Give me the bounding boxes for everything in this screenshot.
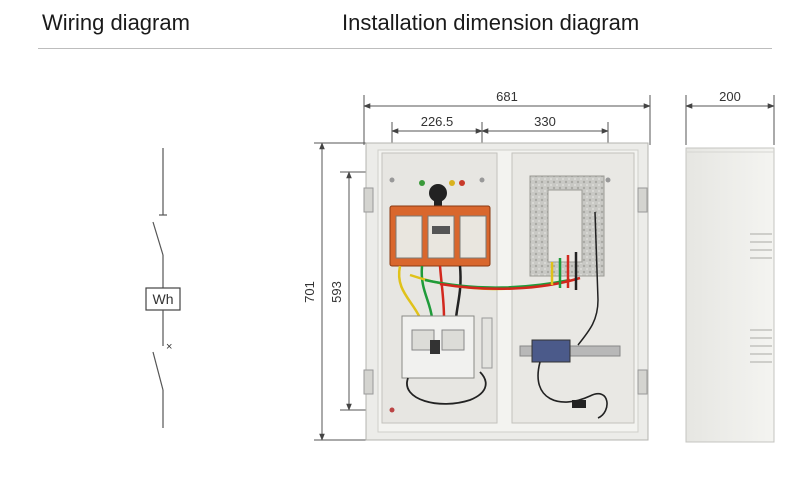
dim-label-200: 200 xyxy=(719,89,741,104)
dim-label-681: 681 xyxy=(496,89,518,104)
breaker-output-wires xyxy=(406,371,487,405)
lower-wires xyxy=(537,361,608,419)
dim-label-593: 593 xyxy=(329,281,344,303)
hinge-right-bottom xyxy=(637,369,648,395)
hinge-right-top xyxy=(637,187,648,213)
rotary-handle xyxy=(429,184,447,202)
dim-label-701: 701 xyxy=(302,281,317,303)
enclosure-side-view xyxy=(685,147,775,443)
phase-wires xyxy=(397,265,581,319)
hinge-left-bottom xyxy=(363,369,374,395)
breaker-mark: × xyxy=(166,341,172,353)
installation-diagram-heading: Installation dimension diagram xyxy=(342,10,640,35)
enclosure-front-view xyxy=(363,142,649,441)
header-divider xyxy=(38,48,772,49)
energy-meter-label: Wh xyxy=(153,291,174,307)
side-panel xyxy=(685,147,775,443)
indicator-lamp-red xyxy=(459,180,465,186)
indicator-lamp-yellow xyxy=(449,180,455,186)
schematic-switch-blade-bottom xyxy=(152,351,164,391)
dim-label-330: 330 xyxy=(534,114,556,129)
ventilation-slots xyxy=(750,233,772,363)
schematic-switch-blade-top xyxy=(152,221,164,256)
dim-label-226-5: 226.5 xyxy=(421,114,454,129)
wiring-diagram-heading: Wiring diagram xyxy=(42,10,190,35)
terminal-block xyxy=(531,339,571,363)
meter-terminal-wires xyxy=(550,211,599,346)
circuit-breaker xyxy=(401,315,493,379)
wiring-schematic xyxy=(145,148,181,428)
indicator-lamp-green xyxy=(419,180,425,186)
hinge-left-top xyxy=(363,187,374,213)
isolator-switch xyxy=(389,205,491,267)
